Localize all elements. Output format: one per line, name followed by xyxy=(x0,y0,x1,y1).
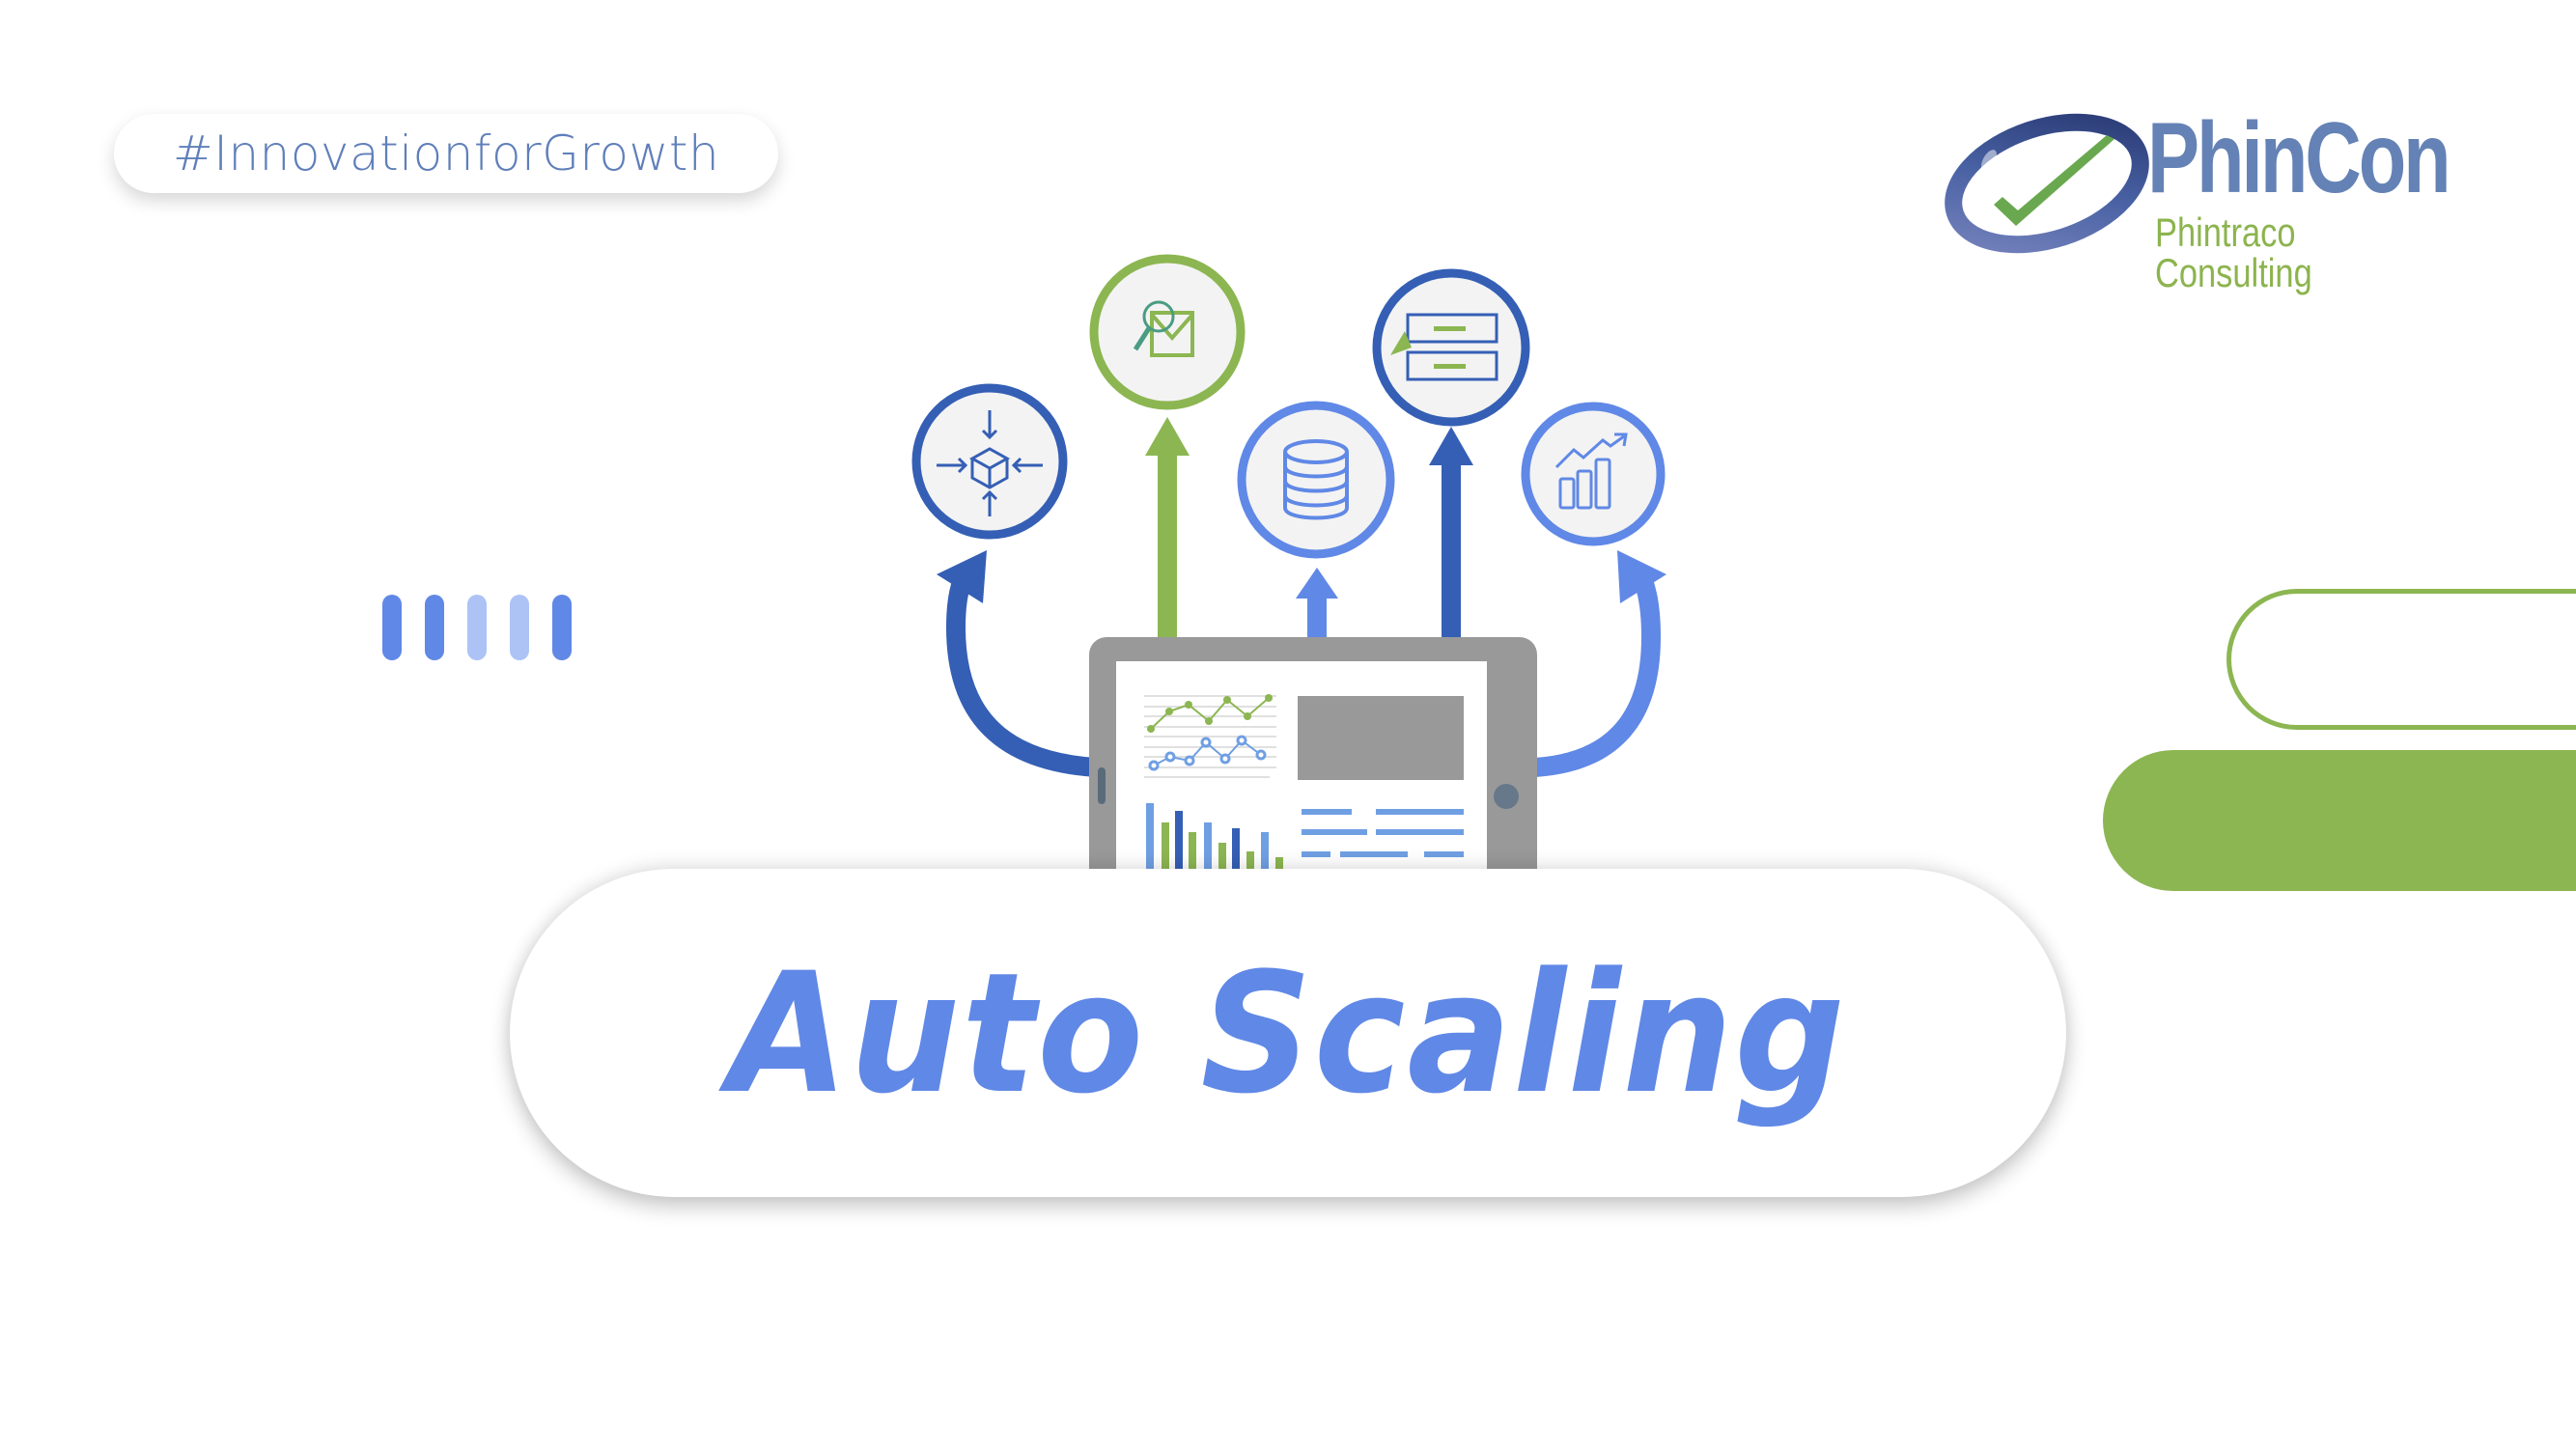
phincon-logo: PhinCon Phintraco Consulting xyxy=(1941,102,2481,293)
logo-subtitle: Phintraco Consulting xyxy=(2155,209,2312,295)
logo-title: PhinCon xyxy=(2147,102,2451,214)
decorative-filled-pill xyxy=(2103,750,2576,891)
decor-bar xyxy=(552,595,572,660)
tablet-device xyxy=(1089,637,1537,888)
decor-bar xyxy=(467,595,487,660)
decor-bar xyxy=(510,595,529,660)
title-pill: Auto Scaling xyxy=(510,869,2066,1197)
decor-bar xyxy=(425,595,444,660)
database-icon xyxy=(1237,401,1395,559)
curved-arrow-left-icon xyxy=(937,550,1097,777)
decorative-outline-pill xyxy=(2226,589,2576,730)
compress-box-icon xyxy=(911,383,1068,540)
server-click-icon xyxy=(1372,268,1530,427)
arrow-up-green-icon xyxy=(1145,417,1190,647)
curved-arrow-right-icon xyxy=(1534,550,1666,777)
checkmark-ellipse-icon xyxy=(1945,113,2149,254)
growth-chart-icon xyxy=(1521,402,1666,546)
arrow-up-blue-icon xyxy=(1296,568,1338,647)
decor-bar xyxy=(382,595,402,660)
decorative-bars xyxy=(382,595,572,660)
hashtag-pill: #InnovationforGrowth xyxy=(114,114,778,193)
hashtag-text: #InnovationforGrowth xyxy=(172,125,720,181)
arrow-up-darkblue-icon xyxy=(1429,427,1473,647)
page-title: Auto Scaling xyxy=(728,935,1848,1130)
email-search-icon xyxy=(1089,254,1246,410)
